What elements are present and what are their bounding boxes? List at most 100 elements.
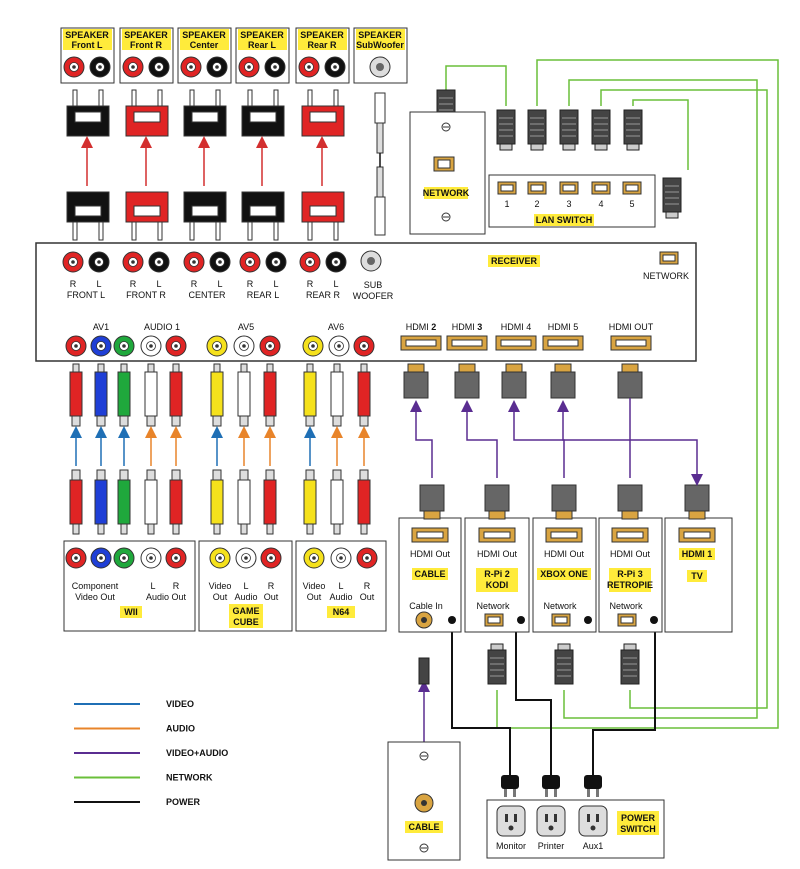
rca-cable xyxy=(303,363,317,535)
rca-plug-top xyxy=(69,371,83,417)
speaker-label-line1: SPEAKER xyxy=(124,30,168,40)
terminal-name: FRONT R xyxy=(126,290,166,300)
sub-plug-top xyxy=(374,92,386,124)
legend-label: POWER xyxy=(166,797,201,807)
hdmi-plug xyxy=(684,484,710,512)
terminal-name: REAR R xyxy=(306,290,341,300)
device-name-2: RETROPIE xyxy=(607,580,653,590)
terminal-r-label: R xyxy=(247,279,254,289)
legend-label: AUDIO xyxy=(166,724,195,734)
rca-cable xyxy=(210,363,224,535)
gamecube-name-2: CUBE xyxy=(233,617,259,627)
rj45-plug xyxy=(487,649,507,685)
device-top-label: HDMI Out xyxy=(410,549,451,559)
speaker-label-line1: SPEAKER xyxy=(358,30,402,40)
gamecube-name-1: GAME xyxy=(233,606,260,616)
rca-plug-bottom xyxy=(144,479,158,525)
terminal-l-label: L xyxy=(96,279,101,289)
terminal-name: CENTER xyxy=(188,290,226,300)
av5-label: AV5 xyxy=(238,322,254,332)
hdmi-cable-top xyxy=(501,363,527,399)
device-top-label: HDMI Out xyxy=(610,549,651,559)
network-plate-label: NETWORK xyxy=(423,188,470,198)
cable-wall-plate: CABLE xyxy=(387,741,461,861)
power-wire xyxy=(515,624,552,775)
network-wall-plate: NETWORK xyxy=(409,111,486,235)
outlet-label: Printer xyxy=(538,841,565,851)
rca-cable xyxy=(94,363,108,535)
terminal-l-label: L xyxy=(273,279,278,289)
av1-label: AV1 xyxy=(93,322,109,332)
receiver-title: RECEIVER xyxy=(491,256,538,266)
hdmi-cable-bottom xyxy=(617,484,643,520)
sub-woofer-label-1: SUB xyxy=(364,280,383,290)
gamecube-label-video: Video xyxy=(209,581,232,591)
device-name: TV xyxy=(691,571,703,581)
rca-cable xyxy=(117,363,131,535)
speaker-label-line2: Front L xyxy=(72,40,103,50)
device-sub-label: Network xyxy=(543,601,577,611)
speaker-label-line1: SPEAKER xyxy=(65,30,109,40)
power-wire xyxy=(592,624,656,775)
power-jack xyxy=(584,616,592,624)
terminal-r-label: R xyxy=(307,279,314,289)
hdmi-wire xyxy=(629,398,703,486)
wii-component-label-2: Video Out xyxy=(75,592,115,602)
rca-plug-top xyxy=(263,371,277,417)
gamecube-label-audio: Audio xyxy=(234,592,257,602)
hdmi-cable-bottom xyxy=(684,484,710,520)
rca-plug-bottom xyxy=(263,479,277,525)
outlet-label: Monitor xyxy=(496,841,526,851)
rca-plug-bottom xyxy=(94,479,108,525)
speaker-label-line1: SPEAKER xyxy=(300,30,344,40)
wii-r-label: R xyxy=(173,581,180,591)
speaker-label-line2: SubWoofer xyxy=(356,40,404,50)
hdmi-wire xyxy=(410,400,433,478)
rca-cable xyxy=(357,363,371,535)
hdmi-cable-top xyxy=(454,363,480,399)
rca-cable xyxy=(144,363,158,535)
hdmi-wire xyxy=(557,400,631,478)
rj45-plug xyxy=(623,109,643,145)
network-wire xyxy=(632,99,689,170)
n64-label-audio: Audio xyxy=(329,592,352,602)
legend-label: NETWORK xyxy=(166,773,213,783)
device-name-2: KODI xyxy=(486,580,509,590)
terminal-name: REAR L xyxy=(247,290,280,300)
hdmi-cable-bottom xyxy=(484,484,510,520)
rca-plug-bottom xyxy=(210,479,224,525)
rca-plug-top xyxy=(357,371,371,417)
rca-plug-top xyxy=(144,371,158,417)
power-wire xyxy=(451,624,511,775)
rca-plug-top xyxy=(94,371,108,417)
rca-plug-bottom xyxy=(330,479,344,525)
rj45-plug xyxy=(620,649,640,685)
hdmi-plug xyxy=(454,371,480,399)
n64-name: N64 xyxy=(333,607,350,617)
gamecube-label-r: R xyxy=(268,581,275,591)
outlet xyxy=(536,805,566,837)
wii-name: WII xyxy=(124,607,138,617)
wii-audio-out-label: Audio Out xyxy=(146,592,187,602)
power-plug xyxy=(584,775,602,789)
device-name-1: R-Pi 3 xyxy=(617,569,643,579)
speaker-label-line1: SPEAKER xyxy=(182,30,226,40)
speaker-label-line2: Front R xyxy=(130,40,162,50)
hdmi-port-label: HDMI 2 xyxy=(406,322,437,332)
device-sub-label: Network xyxy=(476,601,510,611)
device-top-label: HDMI Out xyxy=(544,549,585,559)
audio1-label: AUDIO 1 xyxy=(144,322,180,332)
hdmi-plug xyxy=(550,371,576,399)
power-jack xyxy=(448,616,456,624)
n64-label-video: Video xyxy=(303,581,326,591)
lan-port-number: 4 xyxy=(598,199,603,209)
rj45-plug xyxy=(527,109,547,145)
hdmi-plug xyxy=(617,371,643,399)
